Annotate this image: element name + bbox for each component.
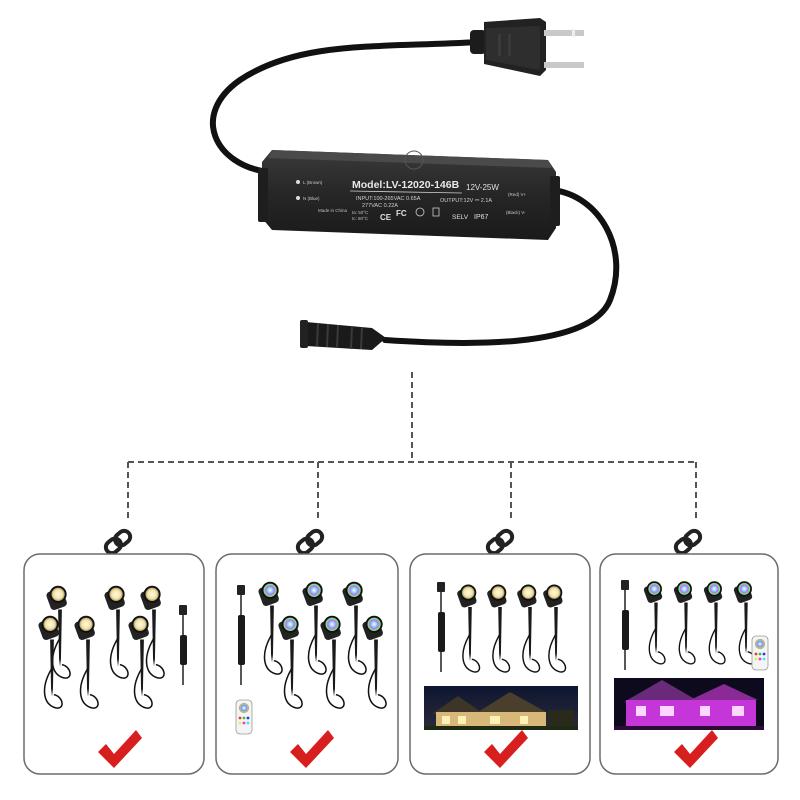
checkmark-icon: [98, 730, 142, 768]
warm-white-spotlight-kit: [38, 585, 187, 709]
spotlight: [302, 581, 327, 675]
checkmark-icon: [484, 730, 528, 768]
spotlight: [362, 615, 387, 709]
output-cable: [382, 187, 620, 347]
checkmark-icon: [290, 730, 334, 768]
us-plug: [470, 18, 584, 76]
driver-input-label: INPUT:100-265VAC 0.65A: [356, 196, 421, 202]
spotlight: [457, 584, 481, 673]
driver-wire-l: L (Brown): [303, 180, 323, 185]
bin-mark-icon: [432, 207, 440, 217]
rgb-spotlights-house-lighting: [621, 580, 769, 671]
chain-link-icon: [485, 528, 515, 556]
chain-link-icon: [673, 528, 703, 556]
rgb-spotlight-kit-with-remote: [235, 581, 387, 735]
remote-control: [751, 635, 769, 671]
driver-temp-ta: ta: 50°C: [352, 210, 369, 215]
driver-cert-ce: CE: [380, 213, 392, 222]
power-driver: Model:LV-12020-146B 12V-25W INPUT:100-26…: [258, 150, 560, 240]
waterproof-connector: [300, 320, 386, 350]
driver-model-label: Model:LV-12020-146B: [352, 179, 460, 191]
spotlight: [342, 581, 367, 675]
driver-wire-neg: (Black) V-: [506, 210, 526, 215]
option-panel-1[interactable]: [23, 553, 205, 775]
driver-temp-tc: tc: 80°C: [352, 216, 369, 221]
spotlight: [320, 615, 345, 709]
warm-lit-house-image: [424, 686, 578, 730]
spotlight: [703, 581, 726, 665]
remote-control: [235, 699, 253, 735]
mini-driver: [621, 580, 629, 670]
spotlight: [487, 584, 511, 673]
driver-made-in: Made in China: [318, 208, 348, 213]
spotlight: [46, 585, 71, 679]
mini-driver: [179, 605, 187, 685]
spotlight: [733, 581, 756, 665]
spotlight: [278, 615, 303, 709]
spotlight: [673, 581, 696, 665]
driver-input-label-2: 277VAC 0.22A: [362, 203, 398, 209]
spotlight: [38, 615, 63, 709]
driver-wire-pos: (Red) V+: [508, 192, 527, 197]
spotlight: [258, 581, 283, 675]
driver-cert-fc: FC: [396, 209, 407, 218]
option-panel-2[interactable]: [215, 553, 399, 775]
warm-white-spotlights-house-lighting: [437, 582, 567, 673]
spotlight: [104, 585, 129, 679]
spotlight: [643, 581, 666, 665]
spotlight: [128, 615, 153, 709]
purple-lit-house-image: [614, 678, 764, 730]
mini-driver: [237, 585, 245, 685]
spotlight: [140, 585, 165, 679]
driver-wire-n: N (Blue): [303, 196, 320, 201]
ul-mark-icon: [415, 207, 425, 217]
spotlight: [74, 615, 99, 709]
mini-driver: [437, 582, 445, 672]
checkmark-icon: [674, 730, 718, 768]
chain-link-icon: [295, 528, 325, 556]
power-cable: [209, 39, 481, 175]
driver-selv-label: SELV: [452, 214, 469, 221]
spotlight: [517, 584, 541, 673]
driver-wattage-label: 12V-25W: [466, 183, 499, 192]
distribution-lines: [127, 372, 697, 522]
driver-ip-rating: IP67: [474, 214, 489, 221]
chain-link-icon: [103, 528, 133, 556]
spotlight: [543, 584, 567, 673]
driver-output-label: OUTPUT:12V ⎓ 2.1A: [440, 198, 492, 204]
